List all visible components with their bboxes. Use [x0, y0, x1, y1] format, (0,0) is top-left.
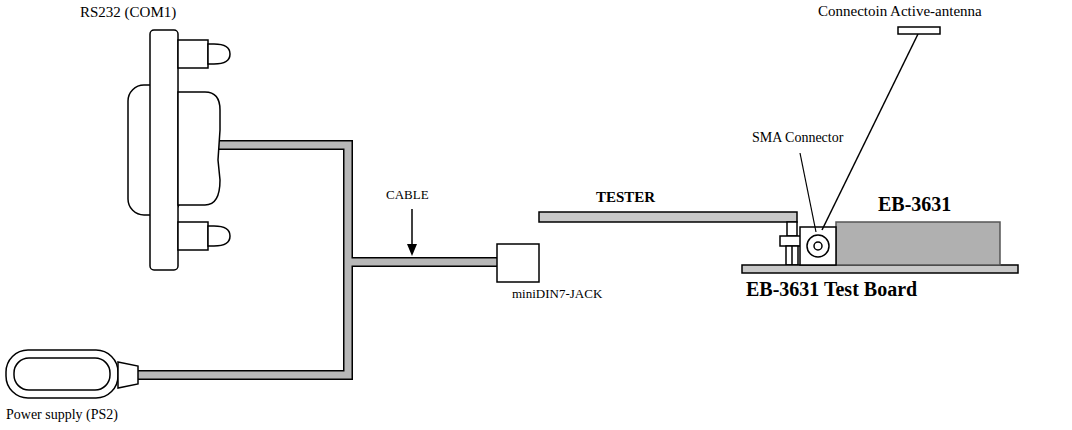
rs232-connector [128, 30, 230, 270]
eb3631-module [836, 222, 1000, 265]
cable-label: CABLE [386, 188, 429, 202]
sma-connector [800, 227, 836, 265]
leader-line [800, 153, 816, 232]
jack-label: miniDIN7-JACK [512, 287, 602, 301]
board-label: EB-3631 Test Board [746, 278, 917, 300]
tester-bar [539, 212, 804, 265]
ps2-plug [6, 350, 138, 398]
module-label: EB-3631 [878, 193, 951, 215]
minidin7-jack [497, 244, 539, 282]
connector-label: RS232 (COM1) [80, 4, 176, 21]
connector-label: Power supply (PS2) [6, 407, 118, 422]
cable-pointer [407, 209, 417, 256]
tester-label: TESTER [596, 189, 655, 206]
antenna-label: Connectoin Active-antenna [818, 3, 982, 20]
connector-label: SMA Connector [752, 130, 843, 145]
test-board [742, 265, 1018, 273]
